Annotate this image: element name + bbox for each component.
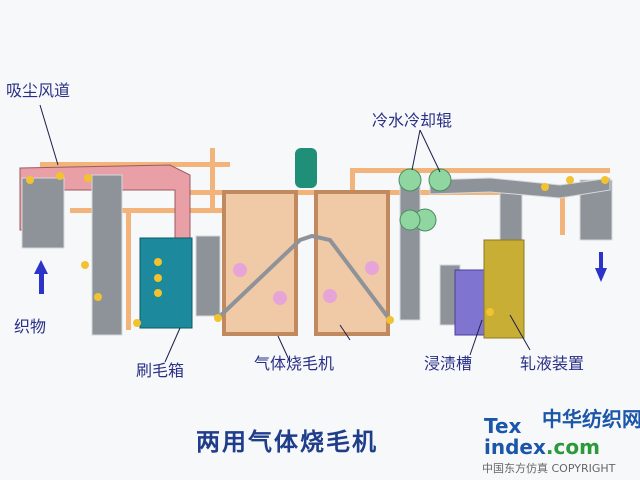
fabric-in-arrow-icon	[34, 260, 48, 294]
guide-rollers	[26, 172, 609, 327]
leader-lines	[39, 104, 531, 363]
label-padding-device: 轧液装置	[520, 354, 585, 373]
padding-device	[483, 239, 525, 339]
label-fabric: 织物	[14, 317, 47, 336]
texindex-logo: Tex index.com	[484, 416, 600, 458]
cooling-rollers	[398, 168, 452, 232]
copyright: 中国东方仿真 COPYRIGHT	[482, 462, 616, 475]
logo-tex: Tex	[484, 414, 522, 438]
brush-box	[139, 237, 193, 329]
label-dust-duct: 吸尘风道	[6, 81, 71, 100]
diagram-title: 两用气体烧毛机	[196, 428, 378, 456]
logo-index: index	[484, 435, 546, 459]
label-brush-box: 刷毛箱	[136, 361, 185, 380]
label-gas-singeing: 气体烧毛机	[254, 354, 335, 373]
label-impregnation-tank: 浸渍槽	[424, 354, 473, 373]
singeing-chambers	[216, 148, 392, 336]
gas-valve	[295, 148, 317, 188]
site-name: 中华纺织网	[542, 407, 640, 431]
fabric-out-arrow-icon	[595, 252, 607, 282]
logo-com: .com	[545, 435, 600, 459]
label-cooling-rollers: 冷水冷却辊	[372, 111, 453, 130]
